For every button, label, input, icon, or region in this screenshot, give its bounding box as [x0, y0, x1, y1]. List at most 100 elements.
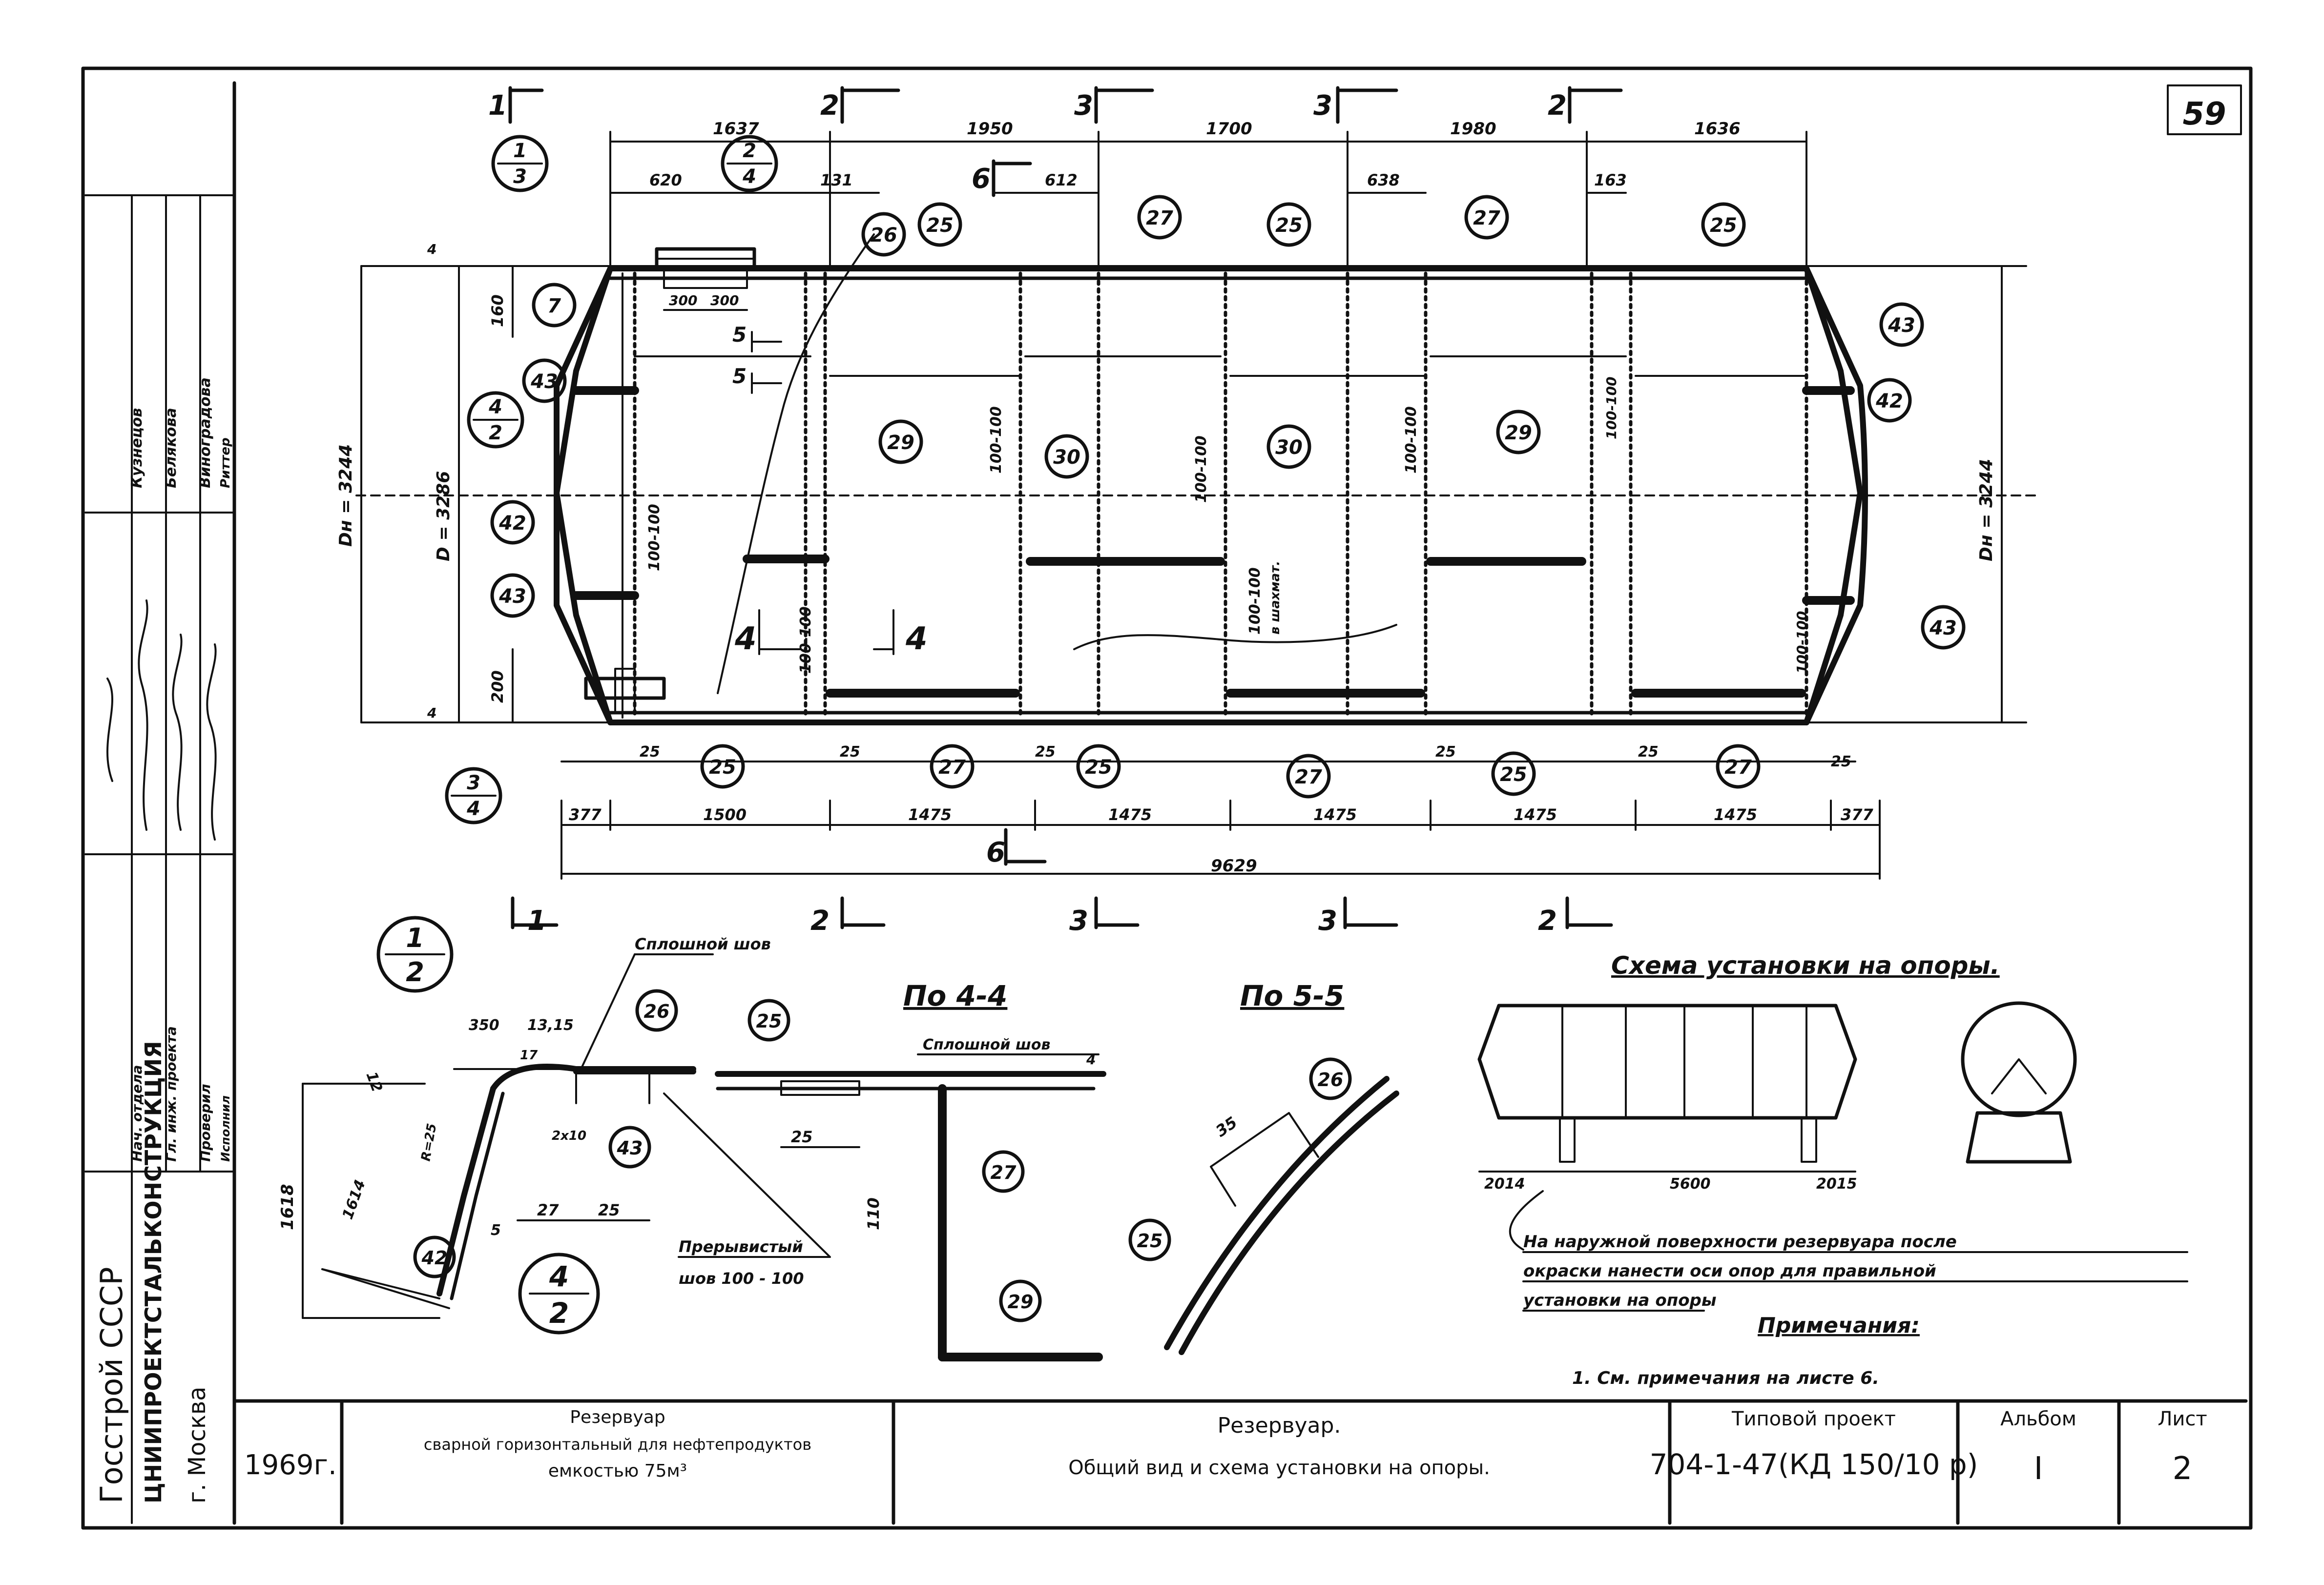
drawing-label: 100-100 [1794, 611, 1810, 674]
detail-1-2: Сплошной шов 350 12 13,15 17 2x10 27 25 … [278, 935, 771, 1319]
drawing-label: По 4-4 [903, 979, 1007, 1012]
drawing-label: 3 [467, 772, 480, 794]
drawing-label: 27 [938, 756, 966, 779]
drawing-label: окраски нанести оси опор для правильной [1523, 1261, 1936, 1281]
drawing-label: 25 [709, 756, 736, 779]
drawing-label: 100-100 [646, 504, 663, 571]
drawing-label: 29 [887, 432, 914, 454]
tank-outline [554, 266, 1868, 725]
drawing-label: 1 [488, 90, 507, 122]
drawing-label: 6 [972, 163, 991, 195]
drawing-label: 27 [537, 1201, 559, 1219]
drawing-label: 1969г. [244, 1449, 337, 1481]
drawing-label: 25 [756, 1010, 782, 1032]
drawing-label: D = 3286 [434, 471, 454, 561]
drawing-label: 30 [1275, 436, 1303, 459]
drawing-label: 200 [488, 670, 507, 703]
drawing-label: 4 [488, 396, 502, 418]
view-4-4: По 4-4 Сплошной шов 25 110 4 25 27 29 Пр… [663, 979, 1106, 1361]
drawing-label: 27 [991, 1162, 1017, 1183]
drawing-label: 300 [710, 292, 739, 309]
drawing-label: в шахмат. [1268, 561, 1283, 635]
drawing-label: 27 [1295, 766, 1322, 788]
stamp-org-1: Госстрой СССР [94, 1267, 129, 1503]
stamp-org-2: ЦНИИПРОЕКТСТАЛЬКОНСТРУКЦИЯ [140, 1041, 166, 1503]
main-elevation [355, 233, 2037, 725]
corner-number-box [2167, 84, 2242, 135]
drawing-label: I [2034, 1451, 2043, 1487]
drawing-label: 30 [1053, 446, 1080, 469]
drawing-label: 1700 [1206, 119, 1252, 139]
outer-frame [81, 66, 2253, 1530]
drawing-label: 2 [549, 1297, 569, 1330]
stamp-role-3: Проверил [197, 1084, 213, 1162]
drawing-label: 163 [1594, 171, 1627, 189]
stamp-name-4: Риттер [218, 437, 233, 488]
drawing-label: Типовой проект [1731, 1408, 1896, 1430]
signature-3 [206, 643, 217, 841]
drawing-label: 1614 [339, 1177, 369, 1221]
drawing-label: 350 [469, 1017, 499, 1034]
bottom-nozzle [584, 677, 666, 700]
drawing-label: 638 [1367, 171, 1400, 189]
drawing-label: Примечания: [1758, 1313, 1920, 1338]
drawing-label: 43 [617, 1137, 643, 1159]
drawing-label: 377 [569, 805, 602, 824]
fraction-callouts: 1 3 2 4 4 2 3 4 1 2 4 2 [376, 135, 778, 1335]
drawing-label: 29 [1008, 1291, 1034, 1313]
drawing-label: 26 [644, 1001, 670, 1022]
weld-labels: 100-100 100-100 100-100 100-100 100-100 … [646, 376, 1810, 674]
drawing-label: 43 [498, 585, 526, 608]
drawing-label: 42 [498, 512, 526, 535]
drawing-label: 4 [734, 621, 757, 657]
drawing-label: 25 [1085, 756, 1112, 779]
drawing-label: Dн = 3244 [1976, 459, 1996, 561]
drawing-label: 377 [1841, 805, 1874, 824]
drawing-label: 5 [491, 1222, 501, 1239]
stamp-role-2: Гл. инж. проекта [163, 1026, 179, 1162]
drawing-label: Сплошной шов [635, 935, 771, 953]
drawing-label: 2 [2173, 1451, 2193, 1487]
drawing-label: 3 [1074, 90, 1093, 122]
signature-1 [138, 599, 148, 831]
drawing-label: 620 [649, 171, 682, 189]
drawing-label: Общий вид и схема установки на опоры. [1068, 1457, 1490, 1479]
drawing-label: 27 [1473, 207, 1500, 229]
drawing-label: емкостью 75м³ [548, 1461, 687, 1481]
drawing-label: 27 [1724, 756, 1752, 779]
drawing-label: 25 [1137, 1230, 1163, 1252]
drawing-label: 2 [1548, 90, 1567, 122]
drawing-label: 3 [1318, 905, 1337, 937]
drawing-label: 704-1-47(КД 150/10 р) [1650, 1448, 1978, 1481]
drawing-label: 4 [1086, 1051, 1096, 1068]
drawing-label: 9629 [1211, 856, 1257, 876]
side-stamp: Кузнецов Белякова Виноградова Риттер Нач… [84, 194, 235, 1524]
drawing-label: Прерывистый [679, 1237, 803, 1256]
drawing-label: Dн = 3244 [336, 444, 356, 547]
drawing-label: 1475 [1514, 805, 1557, 824]
drawing-label: 2 [489, 422, 502, 444]
drawing-label: Резервуар [570, 1407, 665, 1427]
drawing-label: 100-100 [1403, 406, 1420, 473]
drawing-label: 1950 [967, 119, 1013, 139]
drawing-label: 25 [1638, 743, 1659, 761]
drawing-label: 4 [549, 1260, 569, 1293]
drawing-label: Резервуар. [1218, 1413, 1341, 1438]
drawing-label: Схема установки на опоры. [1611, 951, 2000, 980]
drawing-label: На наружной поверхности резервуара после [1523, 1232, 1957, 1252]
ring-stiffeners [622, 271, 1808, 720]
drawing-label: 4 [466, 798, 480, 820]
signature-2 [172, 634, 183, 831]
drawing-label: 160 [488, 294, 507, 327]
support-scheme: Схема установки на опоры. 2014 5600 2015… [1477, 951, 2188, 1388]
drawing-label: 1475 [908, 805, 952, 824]
drawing-label: 3 [513, 165, 527, 188]
drawing-label: 110 [864, 1197, 883, 1230]
drawing-label: 26 [1318, 1069, 1344, 1091]
drawing-label: 1636 [1694, 119, 1741, 139]
drawing-label: 100-100 [1246, 567, 1264, 635]
drawing-label: 3 [1313, 90, 1332, 122]
drawing-label: 25 [791, 1128, 813, 1146]
drawing-label: 17 [520, 1048, 538, 1063]
drawing-label: 5600 [1670, 1175, 1711, 1193]
